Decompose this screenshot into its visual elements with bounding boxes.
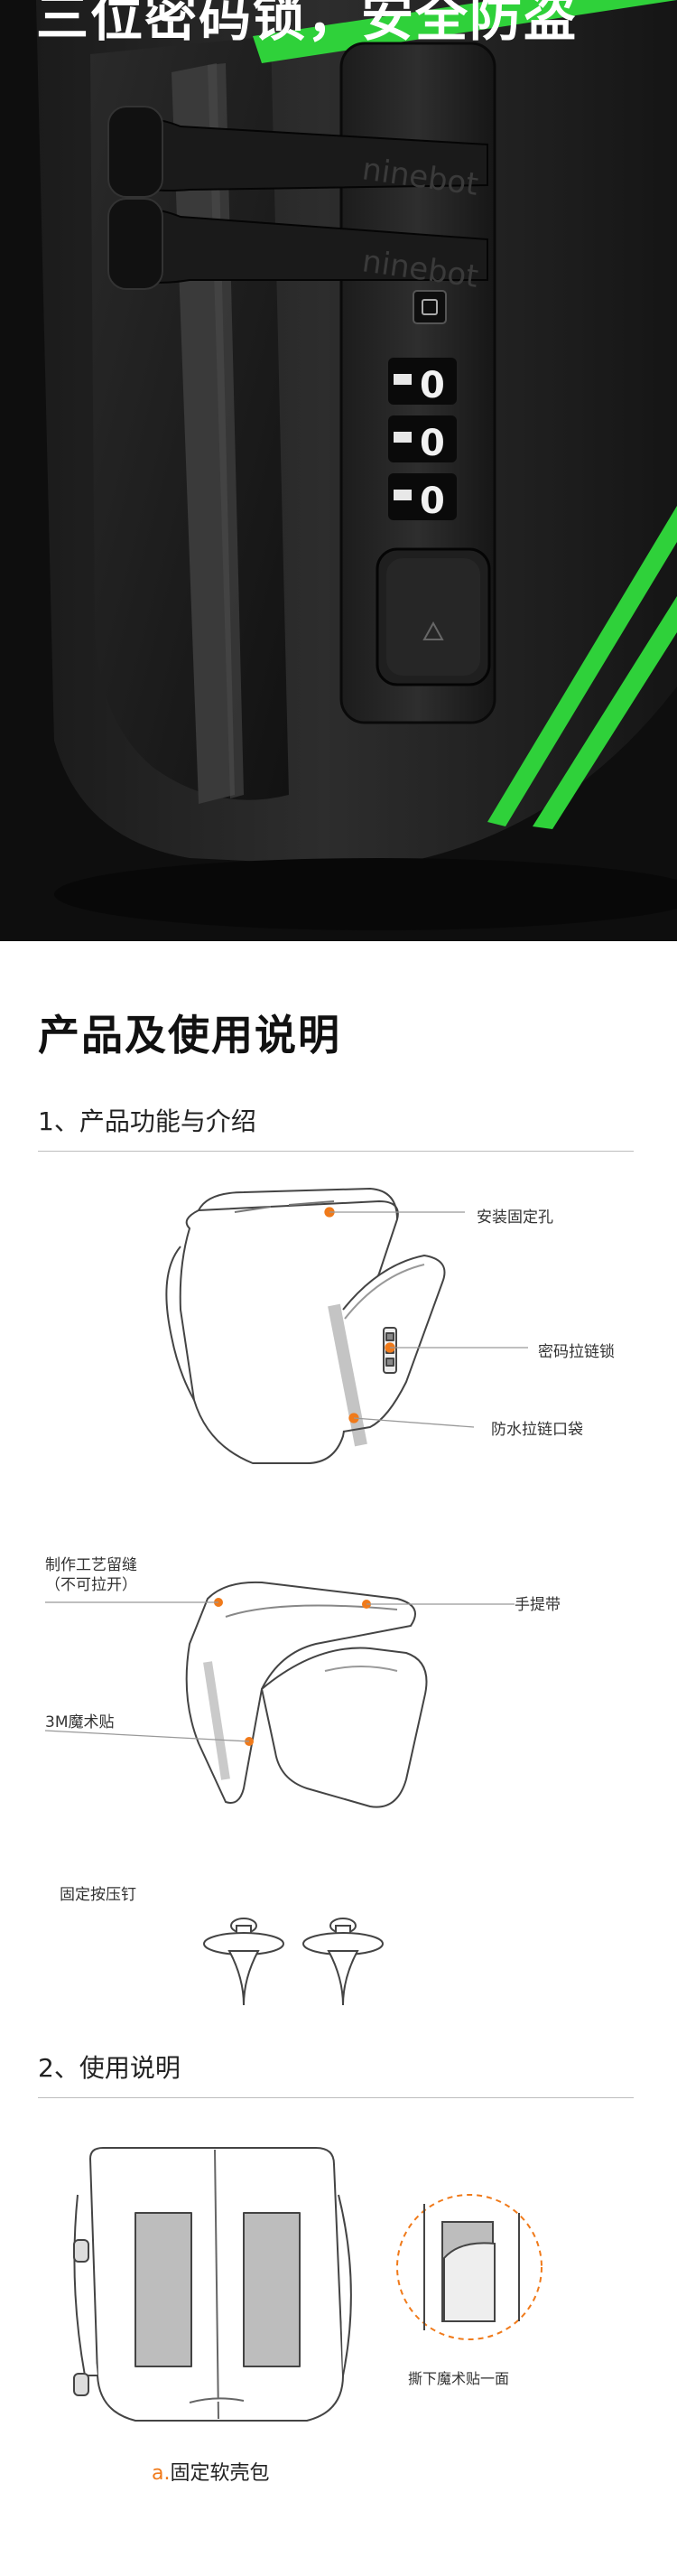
- peel-detail-diagram: [396, 2194, 543, 2340]
- hero-photo: ninebot ninebot 0 0 0 三位密码锁，安全防盗: [0, 0, 677, 941]
- lock-digit-1: 0: [420, 365, 445, 406]
- lock-digit-2: 0: [420, 423, 445, 464]
- hero-title: 三位密码锁，安全防盗: [36, 0, 579, 48]
- callout-handle: 手提带: [515, 1596, 561, 1614]
- callout-velcro: 3M魔术贴: [45, 1713, 115, 1731]
- part2-divider: [38, 2097, 634, 2098]
- callout-seam-line2: （不可拉开）: [45, 1576, 137, 1594]
- step-a-text: 固定软壳包: [170, 2462, 270, 2485]
- callout-press-pin: 固定按压钉: [60, 1886, 136, 1904]
- callout-seam-line1: 制作工艺留缝: [45, 1556, 137, 1574]
- callout-combo-lock: 密码拉链锁: [538, 1343, 615, 1361]
- step-a-caption: a.固定软壳包: [152, 2457, 270, 2486]
- part1-divider: [38, 1151, 634, 1152]
- step-a-mark: a.: [152, 2462, 171, 2485]
- section-title: 产品及使用说明: [38, 1011, 341, 1059]
- press-pin-diagram: [203, 1918, 384, 2006]
- install-diagram: [73, 2147, 352, 2422]
- callout-waterproof-pocket: 防水拉链口袋: [491, 1421, 583, 1439]
- part1-heading: 1、产品功能与介绍: [38, 1106, 256, 1136]
- bag-back-diagram: [45, 1581, 515, 1808]
- lock-digit-3: 0: [420, 481, 445, 522]
- bag-lock-illustration: ninebot ninebot 0 0 0: [0, 0, 677, 941]
- peel-caption: 撕下魔术贴一面: [408, 2370, 510, 2387]
- part2-heading: 2、使用说明: [38, 2053, 181, 2083]
- callout-mount-hole: 安装固定孔: [477, 1209, 553, 1227]
- bag-front-diagram: [165, 1188, 528, 1464]
